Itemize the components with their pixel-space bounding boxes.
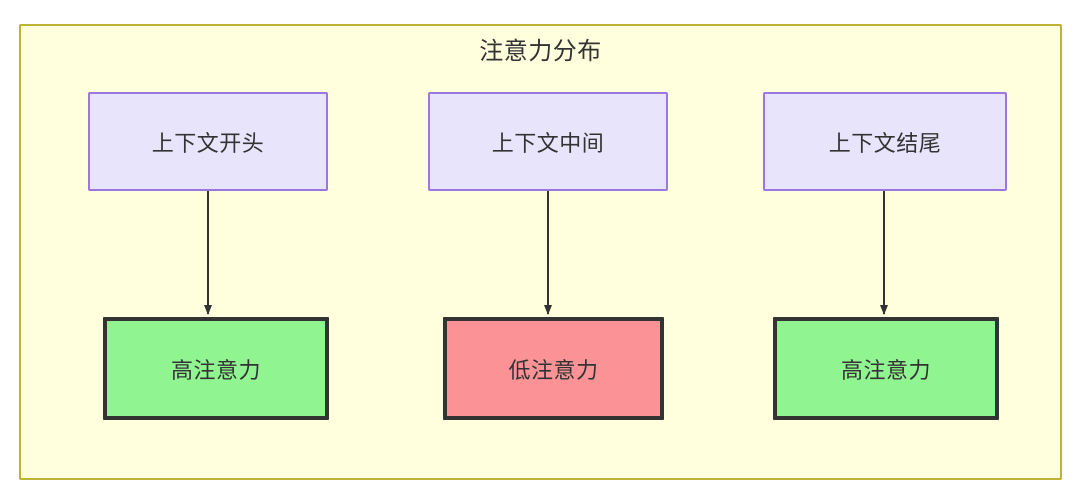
node-label: 高注意力: [170, 357, 261, 383]
node-attention-low-middle[interactable]: 低注意力: [443, 317, 664, 420]
node-label: 上下文结尾: [828, 130, 942, 156]
diagram-title: 注意力分布: [479, 38, 602, 65]
node-attention-high-end[interactable]: 高注意力: [773, 317, 999, 420]
node-context-middle[interactable]: 上下文中间: [428, 92, 668, 191]
node-attention-high-start[interactable]: 高注意力: [103, 317, 329, 420]
node-context-start[interactable]: 上下文开头: [88, 92, 328, 191]
node-label: 上下文中间: [491, 130, 605, 156]
node-label: 低注意力: [508, 357, 599, 383]
node-context-end[interactable]: 上下文结尾: [763, 92, 1007, 191]
node-label: 上下文开头: [151, 130, 265, 156]
node-label: 高注意力: [840, 357, 931, 383]
